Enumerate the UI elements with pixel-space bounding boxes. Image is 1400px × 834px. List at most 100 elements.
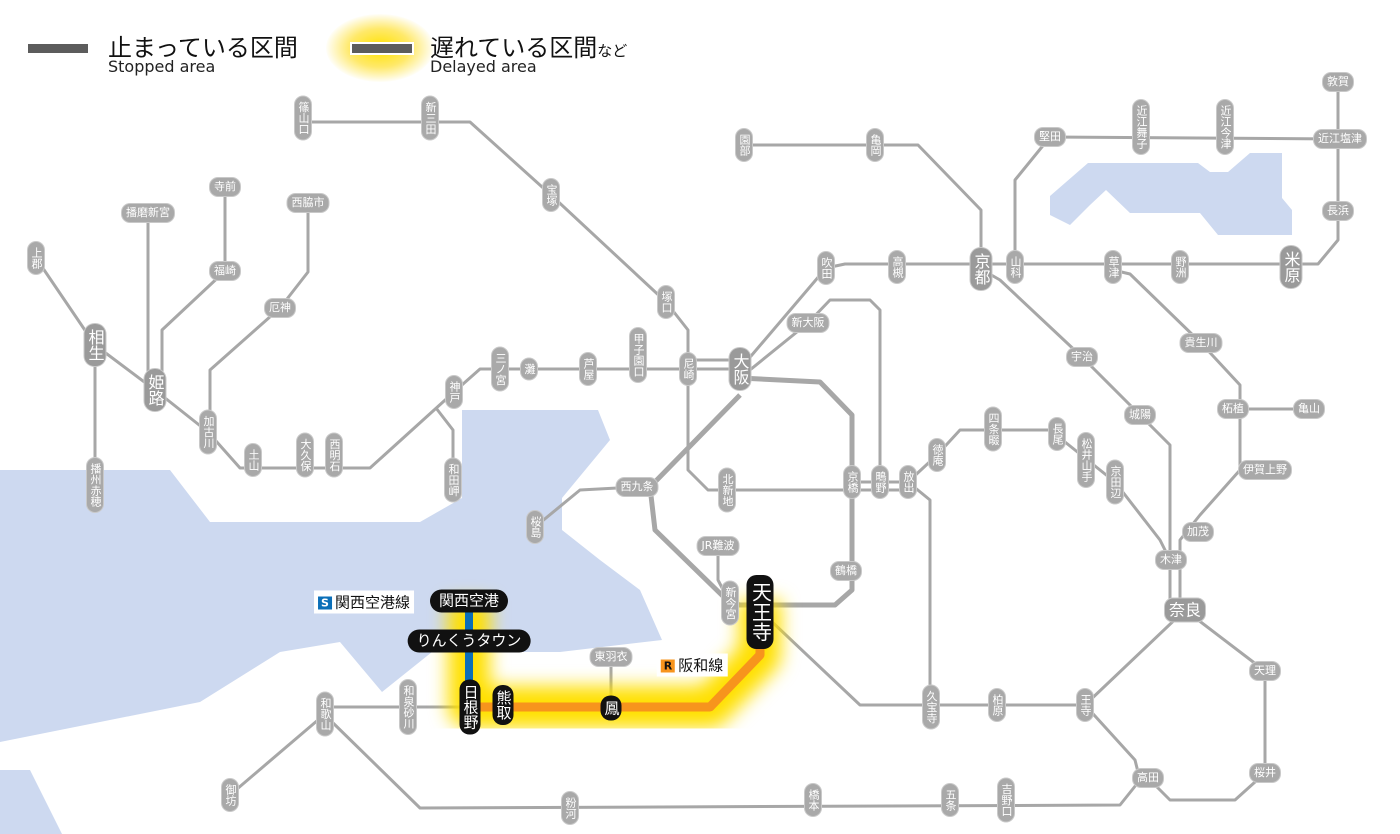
station-69[interactable]: 神戸 [446, 376, 462, 408]
station-67[interactable]: 灘 [521, 358, 537, 380]
station-18[interactable]: 長浜 [1323, 202, 1353, 220]
legend-delayed-suffix: など [597, 42, 628, 60]
station-55[interactable]: 徳庵 [929, 439, 945, 471]
station-23[interactable]: 貴生川 [1180, 334, 1222, 352]
legend-stopped-en: Stopped area [108, 57, 216, 76]
station-29[interactable]: 木津 [1156, 551, 1186, 569]
station-71[interactable]: 西明石 [326, 433, 342, 477]
station-74[interactable]: 加古川 [200, 410, 216, 454]
station-72[interactable]: 大久保 [297, 433, 313, 477]
station-1[interactable]: 新三田 [422, 96, 438, 140]
station-16[interactable]: 敦賀 [1323, 73, 1353, 91]
station-68[interactable]: 三ノ宮 [492, 347, 508, 391]
station-57[interactable]: 長尾 [1049, 418, 1065, 450]
station-59[interactable]: 京田辺 [1107, 460, 1123, 504]
station-42[interactable]: 和歌山 [317, 692, 333, 736]
station-83[interactable]: 播州赤穂 [87, 458, 103, 512]
station-4[interactable]: 尼崎 [680, 353, 696, 385]
station-62[interactable]: 桜島 [527, 511, 543, 543]
legend-delayed-text: 遅れている区間 [430, 34, 598, 62]
osaka-bay [0, 410, 662, 742]
kanku-line-name: 関西空港線 [334, 593, 410, 612]
station-20[interactable]: 野洲 [1172, 251, 1188, 283]
legend-delayed-en: Delayed area [430, 57, 537, 76]
station-46[interactable]: 鳳 [600, 695, 622, 721]
station-35[interactable]: 柏原 [989, 689, 1005, 721]
station-8[interactable]: 高槻 [889, 251, 905, 283]
station-10[interactable]: 山科 [1007, 251, 1023, 283]
station-73[interactable]: 土山 [245, 444, 261, 476]
station-49[interactable]: 新今宮 [722, 581, 738, 625]
station-77[interactable]: 寺前 [210, 178, 240, 196]
station-63[interactable]: 関西空港 [429, 589, 509, 613]
station-48[interactable]: 天王寺 [746, 575, 774, 649]
station-32[interactable]: 桜井 [1250, 764, 1280, 782]
station-41[interactable]: 御坊 [222, 779, 238, 811]
station-3[interactable]: 塚口 [658, 286, 674, 318]
station-25[interactable]: 柘植 [1218, 400, 1248, 418]
station-44[interactable]: 日根野 [459, 679, 481, 735]
station-39[interactable]: 橋本 [805, 784, 821, 816]
station-15[interactable]: 近江今津 [1217, 100, 1233, 154]
station-13[interactable]: 堅田 [1035, 128, 1065, 146]
station-2[interactable]: 宝塚 [543, 179, 559, 211]
kanku-badge: S [318, 596, 332, 610]
station-30[interactable]: 奈良 [1164, 598, 1206, 622]
station-82[interactable]: 姫路 [144, 369, 166, 411]
station-66[interactable]: 甲子園口 [630, 328, 646, 382]
station-5[interactable]: 大阪 [729, 348, 751, 390]
station-76[interactable]: 西脇市 [287, 194, 329, 212]
station-78[interactable]: 福崎 [210, 262, 240, 280]
station-34[interactable]: 王寺 [1077, 689, 1093, 721]
station-53[interactable]: 鴫野 [872, 466, 888, 498]
station-45[interactable]: 熊取 [492, 685, 514, 725]
station-81[interactable]: 相生 [84, 324, 106, 366]
station-65[interactable]: 芦屋 [580, 353, 596, 385]
station-51[interactable]: 鶴橋 [831, 562, 861, 580]
station-54[interactable]: 放出 [900, 466, 916, 498]
station-33[interactable]: 高田 [1133, 769, 1163, 787]
hanwa-line-name: 阪和線 [678, 656, 724, 675]
station-75[interactable]: 厄神 [265, 299, 295, 317]
delayed-swatch [350, 42, 414, 55]
lake-biwa [1050, 153, 1292, 235]
station-26[interactable]: 亀山 [1294, 400, 1324, 418]
station-14[interactable]: 近江舞子 [1133, 100, 1149, 154]
station-79[interactable]: 播磨新宮 [122, 204, 174, 222]
station-24[interactable]: 城陽 [1125, 406, 1155, 424]
station-21[interactable]: 草津 [1105, 251, 1121, 283]
station-61[interactable]: 西九条 [616, 478, 658, 496]
station-56[interactable]: 四条畷 [985, 407, 1001, 451]
station-50[interactable]: JR難波 [697, 537, 739, 555]
station-22[interactable]: 宇治 [1067, 348, 1097, 366]
station-38[interactable]: 五条 [942, 784, 958, 816]
station-37[interactable]: 吉野口 [998, 778, 1014, 822]
water [0, 153, 1292, 834]
station-80[interactable]: 上郡 [28, 242, 44, 274]
station-19[interactable]: 米原 [1280, 246, 1302, 288]
station-31[interactable]: 天理 [1250, 662, 1280, 680]
station-6[interactable]: 新大阪 [787, 314, 829, 332]
station-70[interactable]: 和田岬 [445, 458, 461, 502]
station-60[interactable]: 北新地 [719, 468, 735, 512]
hanwa-badge: R [660, 659, 676, 673]
legend-delayed-jp: 遅れている区間など [430, 28, 627, 63]
station-9[interactable]: 京都 [970, 248, 992, 290]
station-12[interactable]: 亀岡 [867, 129, 883, 161]
station-28[interactable]: 加茂 [1183, 523, 1213, 541]
station-17[interactable]: 近江塩津 [1314, 130, 1366, 148]
station-40[interactable]: 粉河 [562, 792, 578, 824]
legend-stopped-jp: 止まっている区間 [108, 34, 298, 62]
station-58[interactable]: 松井山手 [1078, 433, 1094, 487]
station-36[interactable]: 久宝寺 [923, 685, 939, 729]
station-7[interactable]: 吹田 [818, 252, 834, 284]
station-27[interactable]: 伊賀上野 [1239, 461, 1291, 479]
station-64[interactable]: りんくうタウン [407, 629, 531, 653]
station-11[interactable]: 園部 [736, 129, 752, 161]
station-47[interactable]: 東羽衣 [590, 648, 632, 666]
station-52[interactable]: 京橋 [844, 466, 860, 498]
station-43[interactable]: 和泉砂川 [400, 680, 416, 734]
station-0[interactable]: 篠山口 [295, 96, 311, 140]
